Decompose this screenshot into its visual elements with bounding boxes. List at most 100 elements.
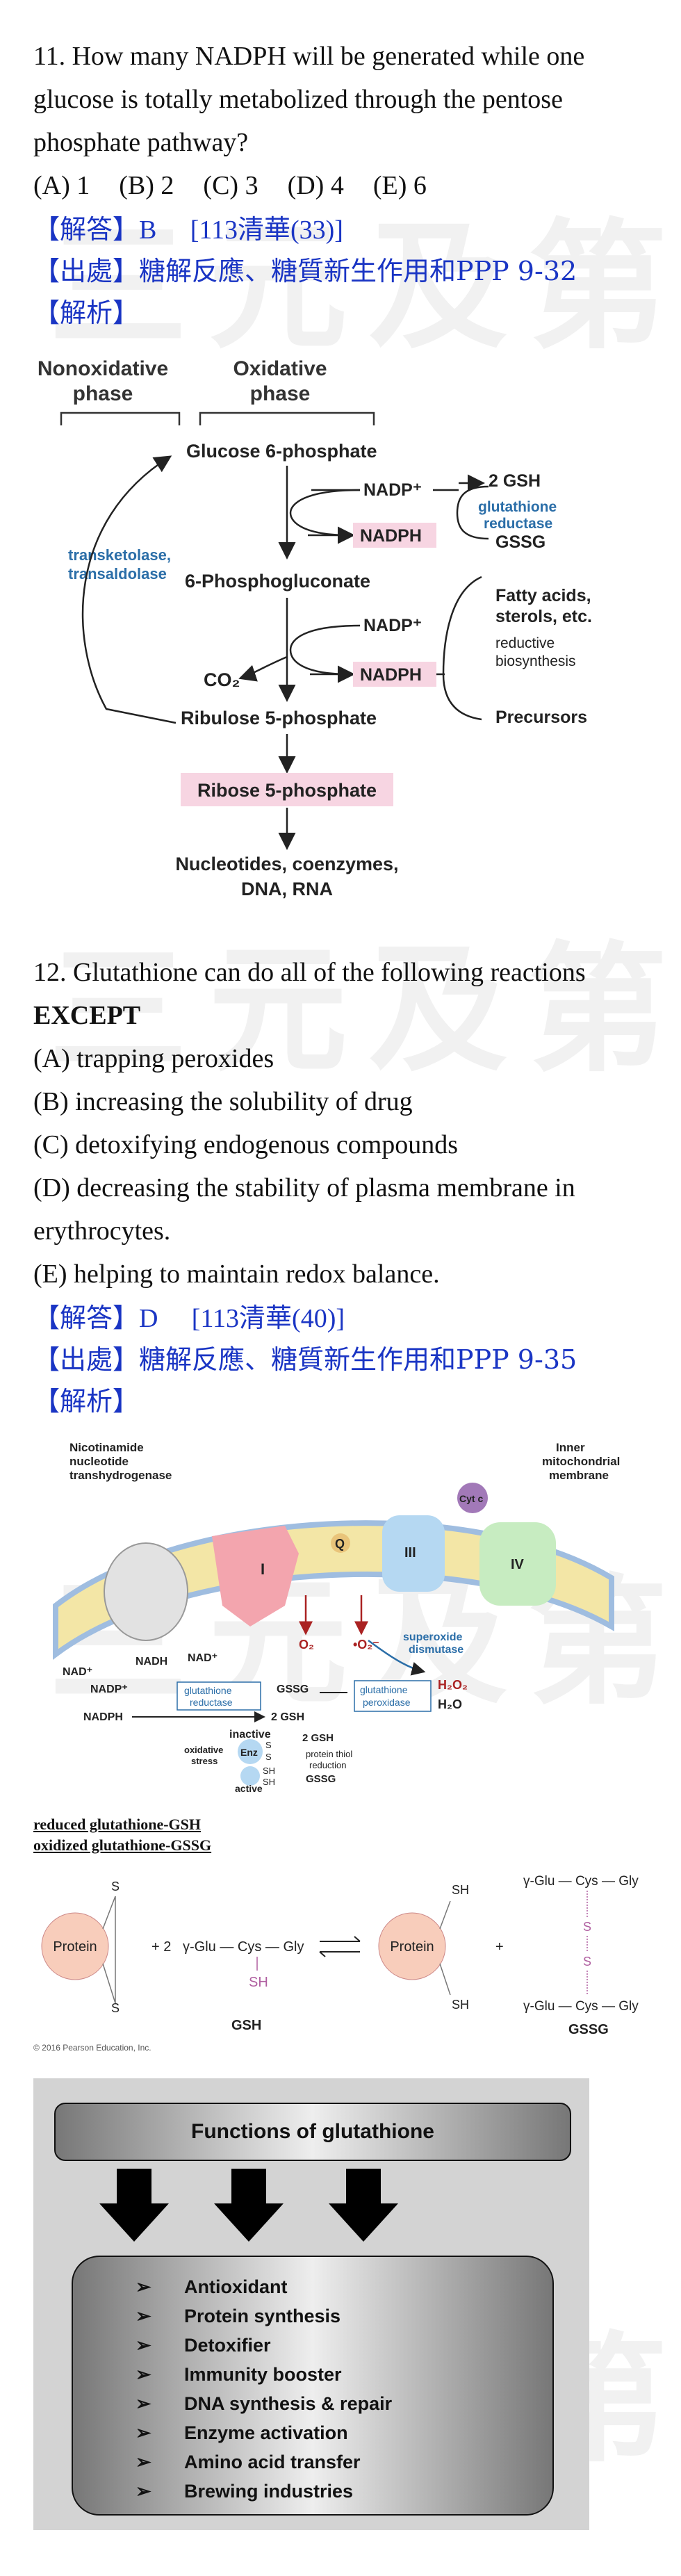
oxidative-label: Oxidative	[233, 357, 327, 380]
2-gsh: 2 GSH	[489, 471, 541, 491]
function-item: ➢Protein synthesis	[136, 2301, 392, 2331]
svg-text:SH: SH	[263, 1766, 275, 1776]
svg-text:superoxide: superoxide	[403, 1631, 462, 1643]
svg-text:stress: stress	[191, 1756, 218, 1766]
copyright-note: © 2016 Pearson Education, Inc.	[33, 2043, 151, 2053]
function-item-label: Immunity booster	[184, 2364, 342, 2385]
gssg: GSSG	[495, 532, 545, 552]
q12-option-b: (B) increasing the solubility of drug	[33, 1087, 413, 1116]
svg-text:SH: SH	[263, 1777, 275, 1787]
svg-text:NADP⁺: NADP⁺	[90, 1684, 128, 1695]
svg-text:SH: SH	[452, 1998, 469, 2012]
functions-of-glutathione-figure: Functions of glutathione ➢Antioxidant➢Pr…	[33, 2078, 589, 2530]
function-item: ➢ Amino acid transfer	[136, 2447, 392, 2477]
function-item: ➢ Detoxifier	[136, 2331, 392, 2360]
bullet-icon: ➢	[136, 2422, 151, 2443]
transaldolase-label: transaldolase	[68, 565, 167, 582]
bullet-icon: ➢	[136, 2335, 151, 2356]
svg-text:inactive: inactive	[229, 1729, 271, 1741]
glutathione-reaction-diagram: Protein S S + 2 γ-Glu — Cys — Gly SH GSH…	[33, 1874, 639, 2053]
option-e: (E) 6	[372, 171, 427, 200]
function-item-label: Amino acid transfer	[184, 2452, 361, 2472]
svg-text:glutathione: glutathione	[360, 1684, 408, 1695]
pentose-phosphate-pathway-diagram: Nonoxidative phase Oxidative phase Gluco…	[38, 357, 592, 899]
svg-text:H₂O₂: H₂O₂	[438, 1678, 468, 1692]
svg-text:IV: IV	[511, 1557, 525, 1572]
q12-option-d-continued: erythrocytes.	[33, 1216, 171, 1246]
sterols: sterols, etc.	[495, 607, 592, 626]
down-arrow-icon	[99, 2169, 169, 2242]
function-item-label: Detoxifier	[184, 2335, 271, 2356]
option-a: (A) 1	[33, 171, 90, 200]
glutathione-reductase-label-2: reductase	[484, 516, 552, 532]
reductive-label: reductive	[495, 635, 555, 651]
complex-iii	[382, 1515, 445, 1592]
svg-text:+: +	[495, 1939, 504, 1955]
down-arrow-icon	[214, 2169, 284, 2242]
option-c: (C) 3	[203, 171, 259, 200]
question-12-text: 12. Glutathione can do all of the follow…	[33, 958, 586, 987]
svg-text:S: S	[583, 1920, 591, 1934]
watermark: 三元及第	[49, 929, 681, 1091]
down-arrows	[99, 2169, 398, 2242]
function-item-label: Enzyme activation	[184, 2422, 348, 2443]
svg-text:NAD⁺: NAD⁺	[63, 1666, 92, 1678]
protein-reduced	[378, 1912, 446, 1980]
precursors: Precursors	[495, 708, 587, 727]
function-item: ➢Brewing industries	[136, 2477, 392, 2506]
nonoxidative-bracket	[60, 411, 181, 425]
q11-source-line: 【出處】糖解反應、糖質新生作用和PPP 9-32	[33, 256, 577, 286]
svg-text:S: S	[583, 1955, 591, 1968]
svg-text:mitochondrial: mitochondrial	[542, 1455, 620, 1468]
complex-iv	[479, 1522, 556, 1606]
svg-text:GSH: GSH	[231, 2018, 261, 2033]
biosynthesis-label: biosynthesis	[495, 653, 576, 669]
svg-text:γ-Glu — Cys — Gly: γ-Glu — Cys — Gly	[523, 1874, 639, 1889]
bullet-icon: ➢	[136, 2452, 151, 2472]
nucleotides-coenzymes: Nucleotides, coenzymes,	[175, 854, 398, 874]
svg-text:2 GSH: 2 GSH	[271, 1711, 304, 1723]
svg-text:dismutase: dismutase	[409, 1644, 463, 1656]
svg-text:I: I	[261, 1560, 265, 1578]
bullet-icon: ➢	[136, 2481, 151, 2502]
svg-text:NADPH: NADPH	[83, 1711, 123, 1723]
svg-text:membrane: membrane	[549, 1469, 609, 1482]
oxidized-glutathione-label: oxidized glutathione-GSSG	[33, 1836, 212, 1854]
transhydrogenase	[104, 1542, 188, 1641]
oxidative-phase-label: phase	[250, 382, 311, 405]
svg-text:2 GSH: 2 GSH	[302, 1732, 334, 1744]
svg-text:S: S	[111, 1880, 120, 1893]
q12-analysis-label: 【解析】	[33, 1386, 140, 1417]
svg-text:Enz: Enz	[240, 1747, 258, 1758]
ribulose-5-phosphate: Ribulose 5-phosphate	[181, 708, 377, 728]
mitochondrial-glutathione-diagram: Nicotinamide nucleotide transhydrogenase…	[53, 1441, 620, 1793]
6-phosphogluconate: 6-Phosphogluconate	[185, 571, 370, 592]
svg-text:reduction: reduction	[309, 1760, 346, 1770]
svg-text:SH: SH	[452, 1883, 469, 1897]
glucose-6-phosphate: Glucose 6-phosphate	[186, 441, 377, 462]
svg-text:Cyt c: Cyt c	[459, 1493, 483, 1504]
bullet-icon: ➢	[136, 2276, 151, 2297]
function-item: ➢ Antioxidant	[136, 2272, 392, 2301]
svg-text:•O₂⁻: •O₂⁻	[353, 1638, 379, 1652]
nadph-2: NADPH	[360, 665, 422, 685]
svg-text:protein thiol: protein thiol	[306, 1749, 352, 1759]
fatty-acids: Fatty acids,	[495, 586, 591, 605]
function-item-label: DNA synthesis & repair	[184, 2393, 393, 2414]
q12-option-a: (A) trapping peroxides	[33, 1044, 274, 1073]
svg-text:SH: SH	[249, 1975, 268, 1990]
bullet-icon: ➢	[136, 2306, 151, 2326]
bullet-icon: ➢	[136, 2393, 151, 2414]
function-item-label: Antioxidant	[184, 2276, 288, 2297]
protein-oxidized	[41, 1912, 109, 1980]
dna-rna: DNA, RNA	[241, 879, 333, 899]
svg-text:GSSG: GSSG	[568, 2022, 609, 2037]
svg-text:Protein: Protein	[390, 1939, 434, 1955]
svg-text:Protein: Protein	[53, 1939, 97, 1955]
bullet-icon: ➢	[136, 2364, 151, 2385]
svg-text:NAD⁺: NAD⁺	[188, 1652, 218, 1664]
functions-list: ➢Antioxidant➢Protein synthesis➢Detoxifie…	[136, 2272, 392, 2506]
svg-text:peroxidase: peroxidase	[363, 1697, 411, 1708]
svg-text:III: III	[404, 1545, 416, 1560]
cytochrome-c	[457, 1483, 488, 1513]
